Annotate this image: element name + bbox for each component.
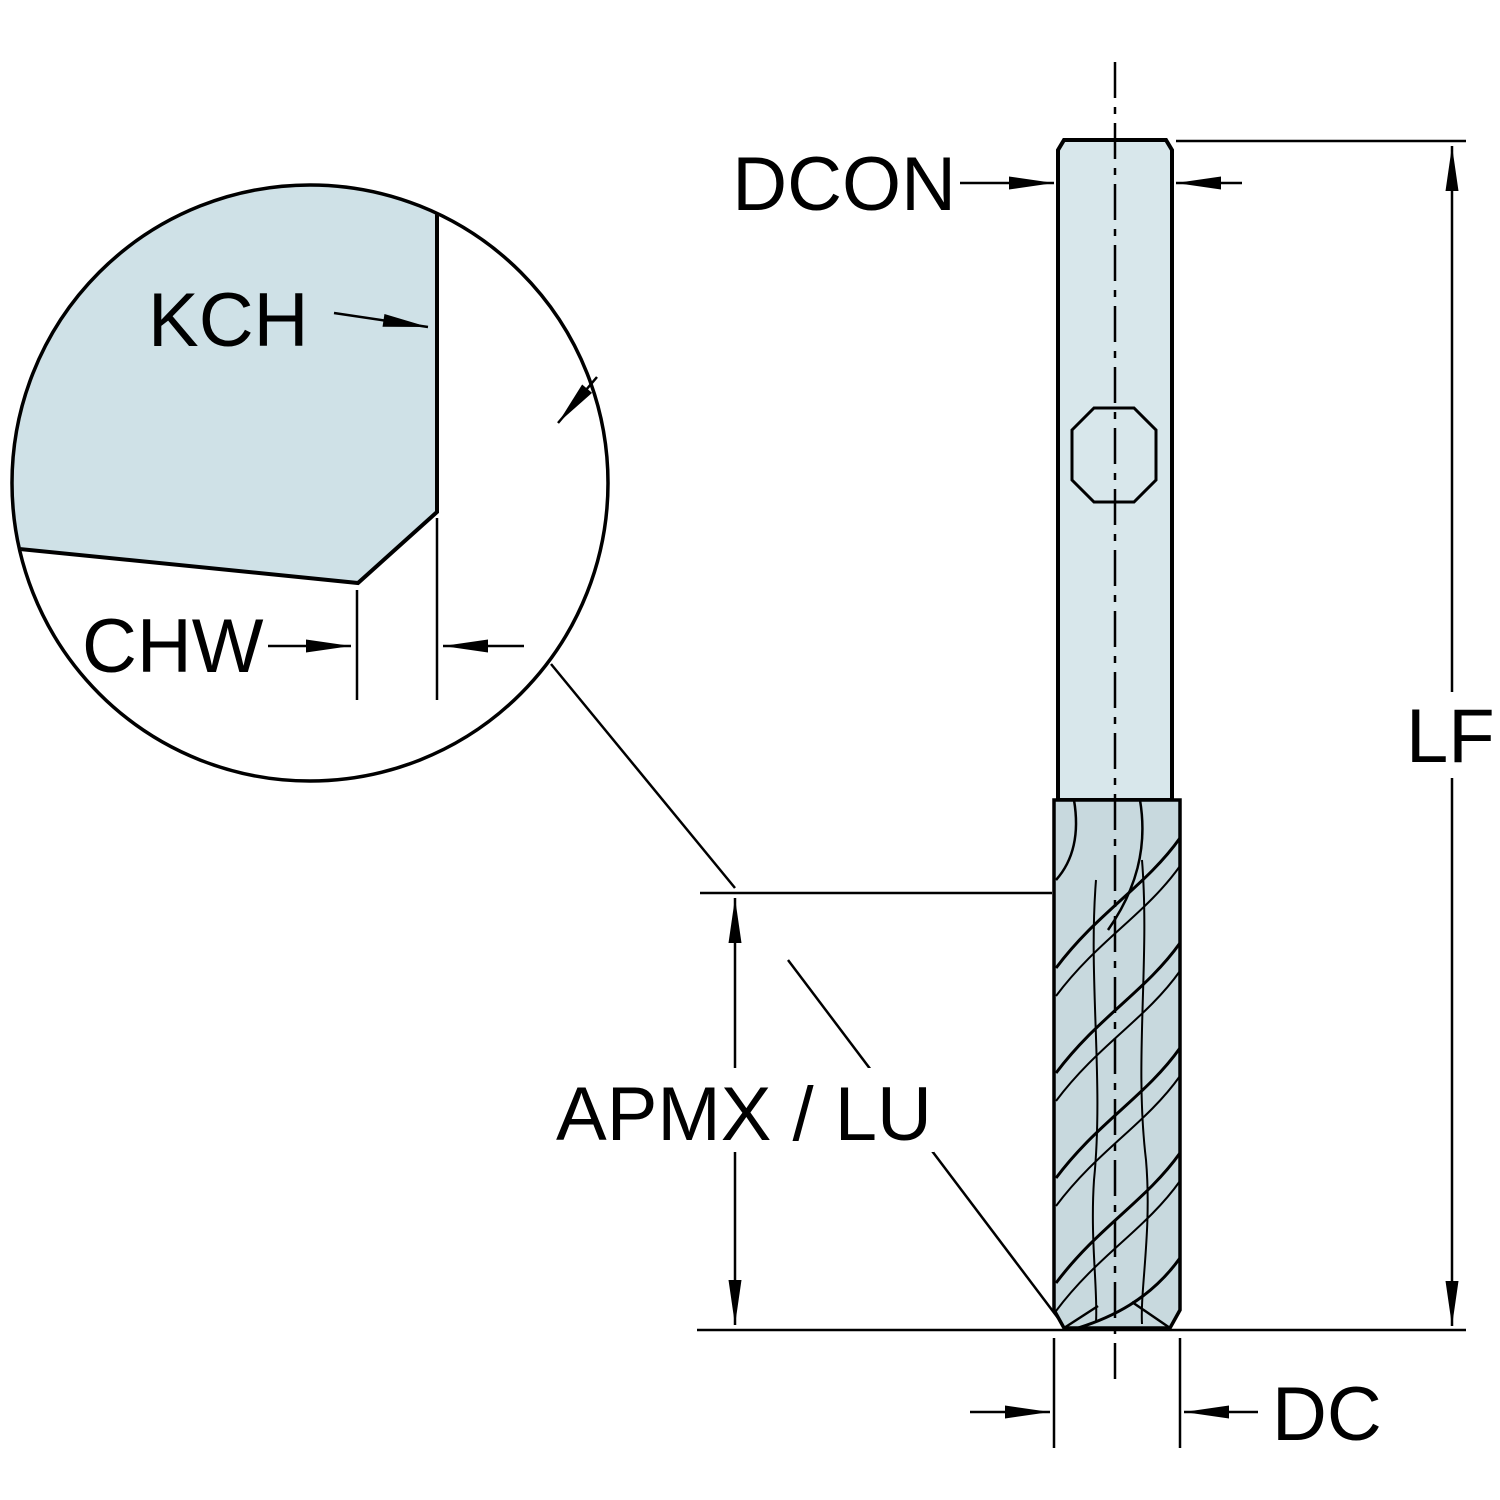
flute-section bbox=[1052, 798, 1182, 1330]
flute-helix-lines bbox=[1054, 799, 1182, 1330]
label-apmx-lu: APMX / LU bbox=[556, 1072, 932, 1157]
detail-leader-line-upper bbox=[550, 663, 736, 889]
detail-chamfer-shape bbox=[13, 186, 439, 586]
lf-label-mask bbox=[1398, 692, 1498, 778]
detail-circle-outline bbox=[10, 183, 610, 783]
label-kch: KCH bbox=[148, 278, 308, 363]
label-lf: LF bbox=[1406, 694, 1495, 779]
apmx-label-mask bbox=[546, 1068, 934, 1152]
label-chw: CHW bbox=[82, 604, 264, 689]
kch-leader-arrow bbox=[333, 311, 429, 329]
detail-view bbox=[10, 183, 610, 783]
chamfer-angle-arrow bbox=[557, 376, 598, 424]
end-mill-tool bbox=[1052, 62, 1182, 1388]
dimension-labels: DCON KCH CHW LF APMX / LU DC bbox=[82, 142, 1498, 1457]
label-dcon: DCON bbox=[732, 142, 956, 227]
label-dc: DC bbox=[1272, 1372, 1382, 1457]
